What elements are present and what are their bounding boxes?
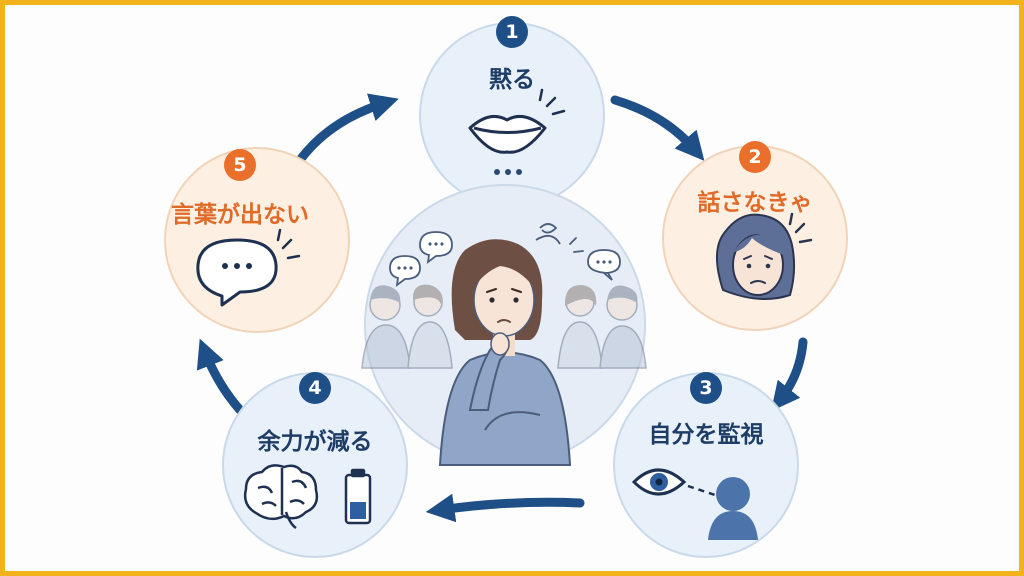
- eye-watching-icon: [631, 468, 758, 540]
- step-circle-1: [419, 22, 605, 208]
- worried-face-icon: [716, 212, 813, 300]
- step-circle-5: [164, 147, 350, 333]
- anxious-woman-in-crowd-icon: [361, 223, 647, 466]
- step-title-3: 自分を監視: [648, 422, 764, 448]
- step-title-1: 黙る: [489, 67, 535, 93]
- arrow-2-to-3: [771, 337, 808, 412]
- ellipsis-dots: [494, 169, 522, 175]
- arrow-3-to-4: [425, 493, 585, 523]
- step-title-5: 言葉が出ない: [171, 202, 309, 228]
- speech-bubble-icon: [196, 228, 301, 307]
- crowd-speech-bubbles: [389, 223, 621, 288]
- step-number-badge-1: 1: [496, 16, 528, 48]
- step-number-badge-3: 3: [690, 372, 722, 404]
- step-title-4: 余力が減る: [257, 429, 373, 455]
- cycle-arrows: [196, 93, 808, 523]
- arrow-4-to-5: [196, 338, 245, 415]
- step-number-badge-4: 4: [299, 372, 331, 404]
- brain-battery-icon: [243, 464, 372, 530]
- arrow-1-to-2: [610, 95, 705, 161]
- step-number-badge-2: 2: [739, 141, 771, 173]
- step-title-2: 話さなきゃ: [697, 190, 813, 216]
- step-number-badge-5: 5: [224, 149, 256, 181]
- arrow-5-to-1: [295, 93, 399, 165]
- lips-icon: [468, 88, 566, 154]
